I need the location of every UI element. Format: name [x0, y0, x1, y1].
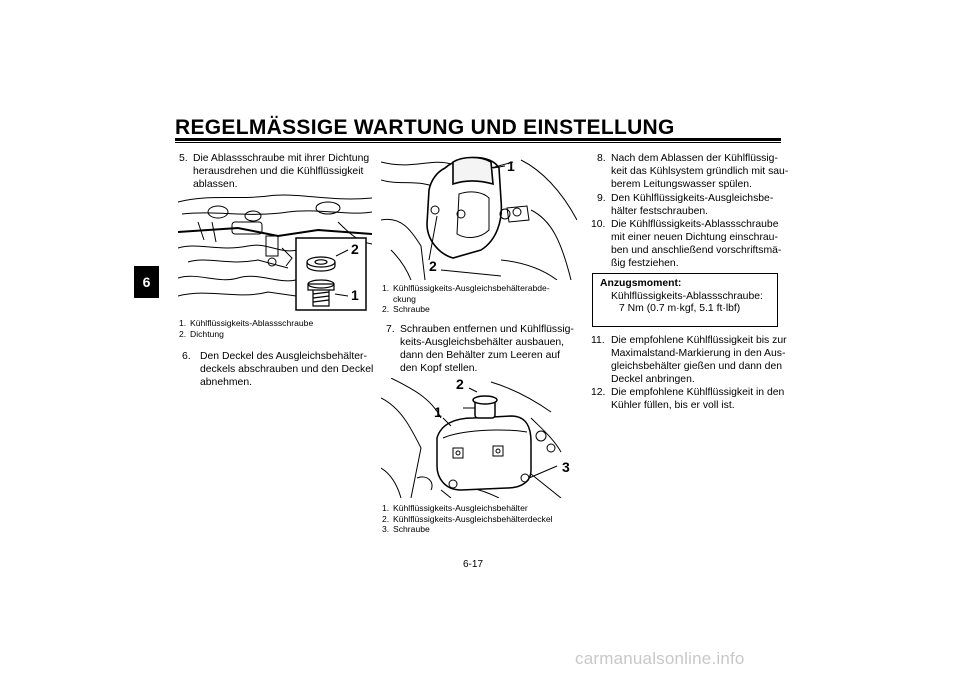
caption-item: 3.Schraube	[382, 524, 430, 535]
step-line: Die Ablassschraube mit ihrer Dichtung	[193, 153, 370, 164]
callout-3: 3	[562, 459, 570, 475]
callout-1: 1	[351, 287, 359, 303]
step-line: Die empfohlene Kühlflüssigkeit in den	[611, 387, 785, 398]
step-line: Deckel anbringen.	[611, 374, 695, 385]
step-line: abnehmen.	[200, 377, 252, 388]
step-5: 5. Die Ablassschraube mit ihrer Dichtung…	[179, 152, 379, 191]
step-line: dann den Behälter zum Leeren auf	[400, 350, 561, 361]
inset-frame	[295, 237, 367, 311]
callout-2: 2	[456, 378, 464, 392]
step-number: 10.	[591, 219, 606, 230]
caption-item: 1.Kühlflüssigkeits-Ausgleichsbehälter	[382, 503, 528, 513]
callout-1: 1	[507, 158, 515, 174]
page-title: REGELMÄSSIGE WARTUNG UND EINSTELLUNG	[175, 116, 675, 139]
caption-item: 2.Dichtung	[179, 328, 224, 339]
step-line: berem Leitungswasser spülen.	[611, 179, 752, 190]
caption-item: ckung	[393, 293, 416, 304]
step-line: Den Kühlflüssigkeits-Ausgleichsbe-	[611, 193, 774, 204]
figure-1-caption: 1.Kühlflüssigkeits-Ablassschraube 2.Dich…	[179, 318, 379, 339]
step-6: 6. Den Deckel des Ausgleichsbehälter- de…	[182, 350, 382, 389]
step-line: Kühler füllen, bis er voll ist.	[611, 400, 735, 411]
header-rule-thin	[175, 142, 781, 143]
page-number: 6-17	[463, 559, 484, 570]
step-line: hälter festschrauben.	[611, 206, 709, 217]
step-number: 5.	[179, 153, 188, 164]
figure-3-caption: 1.Kühlflüssigkeits-Ausgleichsbehälter 2.…	[382, 503, 582, 535]
step-number: 7.	[386, 324, 395, 335]
callout-1: 1	[434, 404, 442, 420]
step-number: 11.	[591, 335, 605, 346]
step-number: 9.	[597, 193, 606, 204]
figure-2-caption: 1.Kühlflüssigkeits-Ausgleichsbehälterabd…	[382, 283, 582, 315]
callout-2: 2	[429, 258, 437, 274]
reservoir-illustration	[381, 378, 562, 498]
chapter-tab: 6	[134, 266, 159, 298]
step-line: deckels abschrauben und den Deckel	[200, 364, 374, 375]
step-line: Die Kühlflüssigkeits-Ablassschraube	[611, 219, 779, 230]
step-line: den Kopf stellen.	[400, 363, 478, 374]
step-line: herausdrehen und die Kühlflüssigkeit	[193, 166, 364, 177]
step-10: 10. Die Kühlflüssigkeits-Ablassschraube …	[591, 218, 791, 270]
reservoir-cover-illustration	[381, 156, 577, 280]
figure-reservoir: 2 1 3	[381, 378, 577, 498]
step-12: 12. Die empfohlene Kühlflüssigkeit in de…	[591, 386, 791, 412]
step-line: Den Deckel des Ausgleichsbehälter-	[200, 351, 367, 362]
torque-spec-box: Anzugsmoment: Kühlflüssigkeits-Ablasssch…	[592, 273, 778, 327]
torque-value: 7 Nm (0.7 m·kgf, 5.1 ft·lbf)	[619, 303, 741, 314]
step-line: ben und anschließend vorschriftsmä-	[611, 245, 782, 256]
caption-item: 1.Kühlflüssigkeits-Ausgleichsbehälterabd…	[382, 283, 550, 293]
step-line: mit einer neuen Dichtung einschrau-	[611, 232, 778, 243]
caption-item: 1.Kühlflüssigkeits-Ablassschraube	[179, 318, 314, 328]
watermark: carmanualsonline.info	[575, 649, 745, 668]
step-line: ablassen.	[193, 179, 238, 190]
engine-drain-illustration	[178, 194, 372, 311]
step-line: gleichsbehälter gießen und dann den	[611, 361, 782, 372]
step-line: Nach dem Ablassen der Kühlflüssig-	[611, 153, 778, 164]
caption-item: 2.Schraube	[382, 304, 430, 315]
step-number: 6.	[182, 351, 191, 362]
caption-item: 2.Kühlflüssigkeits-Ausgleichsbehälterdec…	[382, 513, 553, 524]
step-line: ßig festziehen.	[611, 258, 679, 269]
figure-drain-bolt: 2 1	[178, 192, 372, 312]
header-rule-thick	[175, 138, 781, 141]
torque-heading: Anzugsmoment:	[600, 278, 682, 289]
step-11: 11. Die empfohlene Kühlflüssigkeit bis z…	[591, 334, 791, 386]
step-line: Die empfohlene Kühlflüssigkeit bis zur	[611, 335, 787, 346]
step-line: keits-Ausgleichsbehälter ausbauen,	[400, 337, 565, 348]
figure-reservoir-cover: 1 2	[381, 150, 577, 280]
step-8: 8. Nach dem Ablassen der Kühlflüssig- ke…	[597, 152, 797, 191]
step-line: keit das Kühlsystem gründlich mit sau-	[611, 166, 789, 177]
step-number: 12.	[591, 387, 606, 398]
step-7: 7. Schrauben entfernen und Kühlflüssig- …	[386, 323, 586, 375]
step-9: 9. Den Kühlflüssigkeits-Ausgleichsbe- hä…	[597, 192, 797, 218]
step-number: 8.	[597, 153, 606, 164]
step-line: Schrauben entfernen und Kühlflüssig-	[400, 324, 574, 335]
torque-item: Kühlflüssigkeits-Ablassschraube:	[611, 290, 763, 302]
callout-2: 2	[351, 241, 359, 257]
step-line: Maximalstand-Markierung in den Aus-	[611, 348, 786, 359]
